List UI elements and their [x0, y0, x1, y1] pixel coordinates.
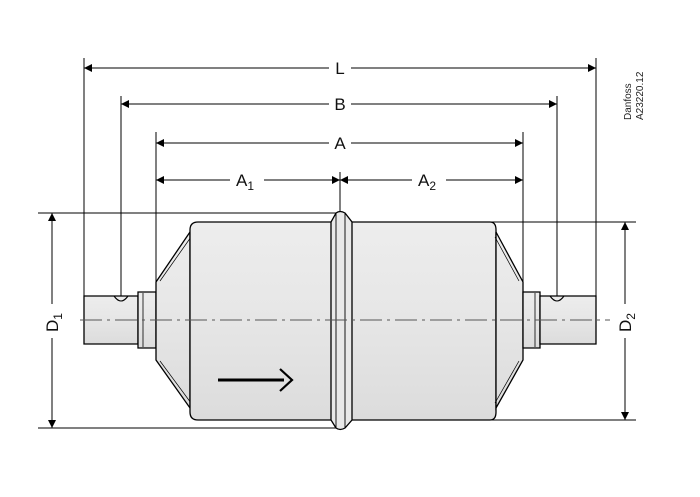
dim-label-A1-letter: A — [236, 171, 248, 190]
dim-label-D2-sub: 2 — [624, 313, 638, 320]
dim-label-D1: D1 — [43, 313, 65, 332]
drawing-credit: Danfoss A23220.12 — [623, 71, 646, 120]
credit-brand: Danfoss — [623, 83, 634, 120]
dim-label-D1-letter: D — [43, 320, 62, 332]
extension-lines — [83, 58, 597, 298]
dim-label-B: B — [334, 95, 345, 114]
weld-band — [330, 210, 353, 431]
dim-label-D2-letter: D — [616, 320, 635, 332]
filter-drier-body — [83, 210, 597, 431]
right-collar — [522, 291, 541, 349]
dim-label-A: A — [334, 134, 346, 153]
label-pads — [42, 58, 635, 338]
dim-label-A2: A2 — [418, 171, 436, 193]
dim-label-A2-letter: A — [418, 171, 430, 190]
dim-label-A1: A1 — [236, 171, 254, 193]
dim-label-D2: D2 — [616, 313, 638, 332]
dim-label-L: L — [335, 59, 344, 78]
dim-label-D1-sub: 1 — [51, 313, 65, 320]
dim-label-A2-sub: 2 — [429, 179, 436, 193]
credit-code: A23220.12 — [635, 71, 646, 120]
right-outlet-tube — [539, 295, 597, 345]
dim-label-A1-sub: 1 — [247, 179, 254, 193]
flow-direction-arrow — [218, 368, 294, 392]
